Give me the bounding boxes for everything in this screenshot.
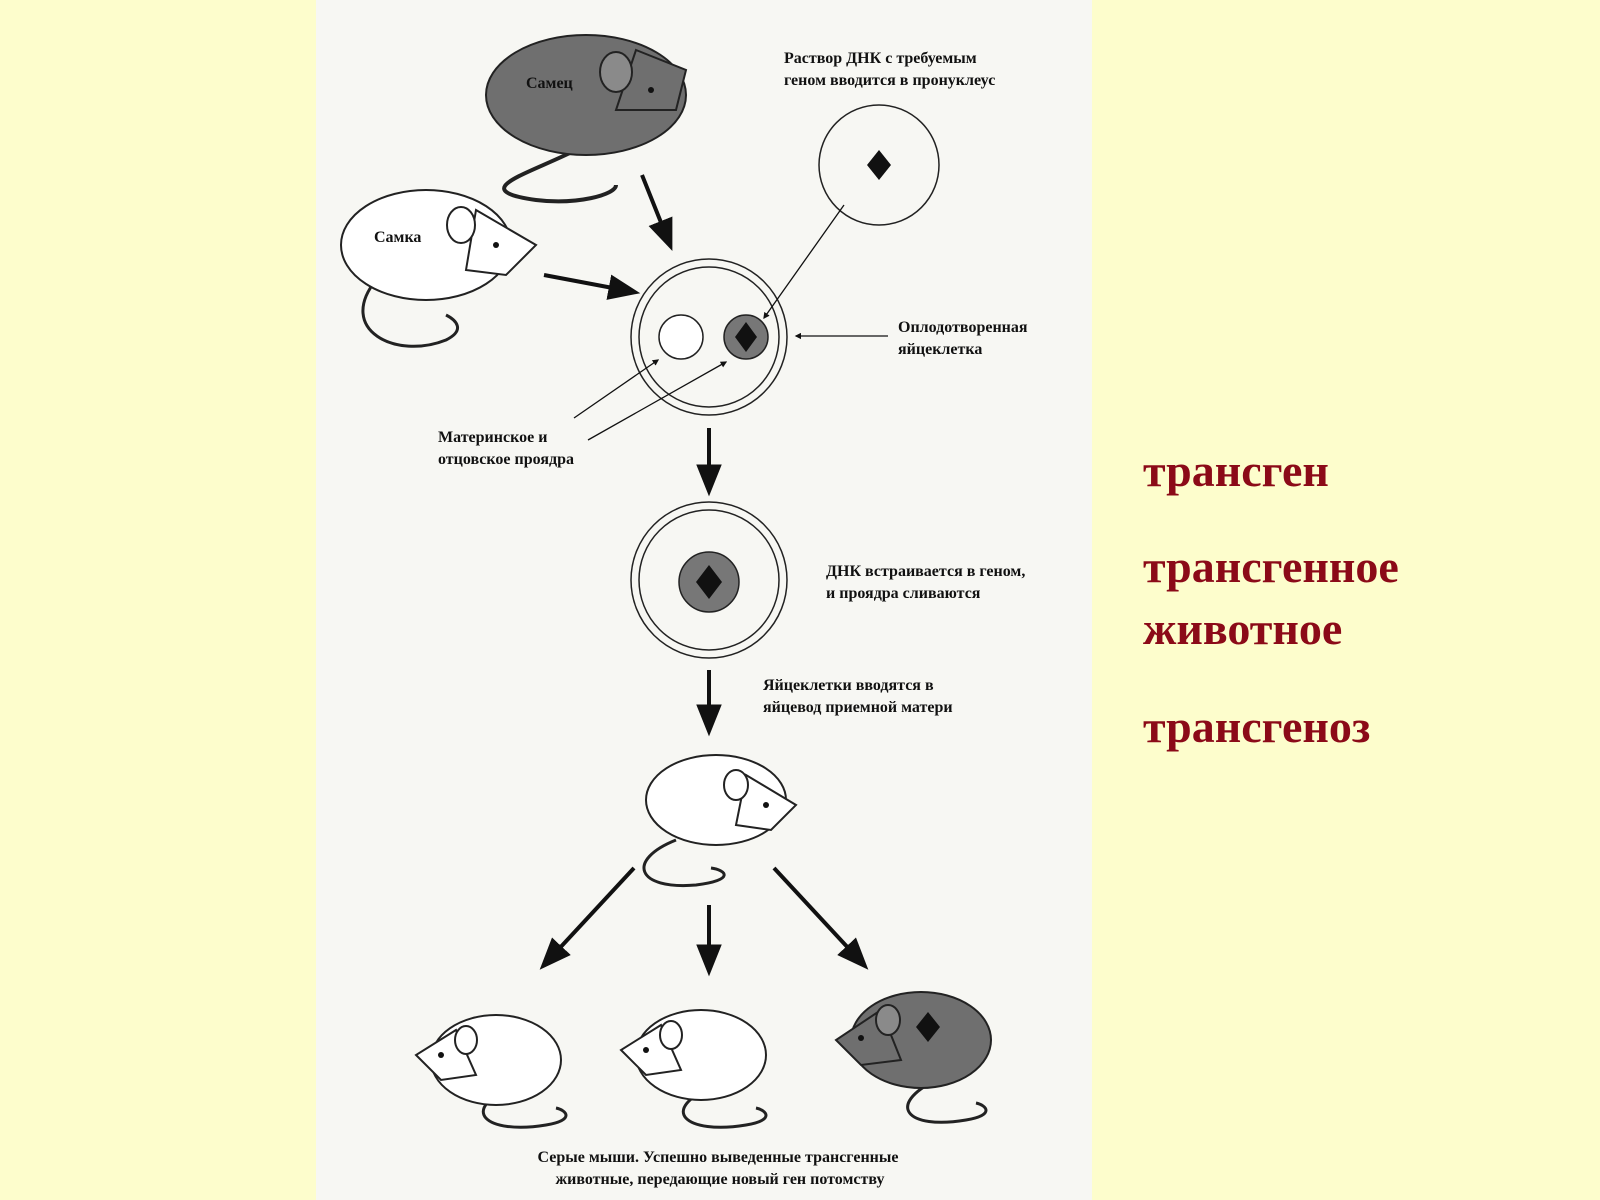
arrow-female-to-egg [543, 273, 641, 300]
arrow-maternal-pronucleus [573, 359, 660, 419]
transgenesis-diagram: Самец Самка Раствор ДНК с требуемым гено… [340, 34, 1032, 1188]
integrated-egg [630, 501, 788, 659]
arrow-to-offspring-right [772, 866, 869, 970]
offspring-white-middle [619, 1009, 768, 1129]
integration-label: ДНК встраивается в геном, и проядра слив… [826, 563, 1029, 602]
diagram-panel: Самец Самка Раствор ДНК с требуемым гено… [316, 0, 1092, 1200]
term-transgenic-animal: трансгенное животное [1143, 536, 1399, 660]
arrow-paternal-pronucleus [587, 361, 728, 441]
arrow-male-to-egg [640, 174, 673, 251]
term-transgenic-animal-line1: трансгенное [1143, 541, 1399, 592]
arrow-dna-injection [763, 204, 845, 320]
dna-diamond-icon [867, 150, 891, 180]
dna-injection-label: Раствор ДНК с требуемым геном вводится в… [784, 50, 995, 89]
fertilized-egg-label: Оплодотворенная яйцеклетка [898, 319, 1032, 358]
female-label: Самка [374, 229, 421, 246]
dna-diamond-icon [916, 1012, 940, 1042]
foster-mother-mouse [642, 754, 798, 888]
term-transgenic-animal-line2: животное [1143, 603, 1343, 654]
dna-solution-circle [818, 104, 940, 226]
male-mouse: Самец [485, 34, 688, 204]
offspring-grey-transgenic [834, 991, 992, 1124]
term-transgenosis-text: трансгеноз [1143, 701, 1371, 752]
fertilized-egg [630, 258, 788, 416]
offspring-white-left [414, 1014, 568, 1129]
female-mouse: Самка [340, 189, 538, 348]
term-transgene: трансген [1143, 440, 1329, 502]
male-label: Самец [526, 75, 573, 92]
pronuclei-label: Материнское и отцовское проядра [438, 429, 574, 468]
transfer-label: Яйцеклетки вводятся в яйцевод приемной м… [763, 677, 953, 716]
arrow-to-offspring-left [539, 866, 636, 970]
term-transgenosis: трансгеноз [1143, 696, 1370, 758]
offspring-caption: Серые мыши. Успешно выведенные трансгенн… [538, 1149, 903, 1188]
term-transgene-text: трансген [1143, 445, 1329, 496]
